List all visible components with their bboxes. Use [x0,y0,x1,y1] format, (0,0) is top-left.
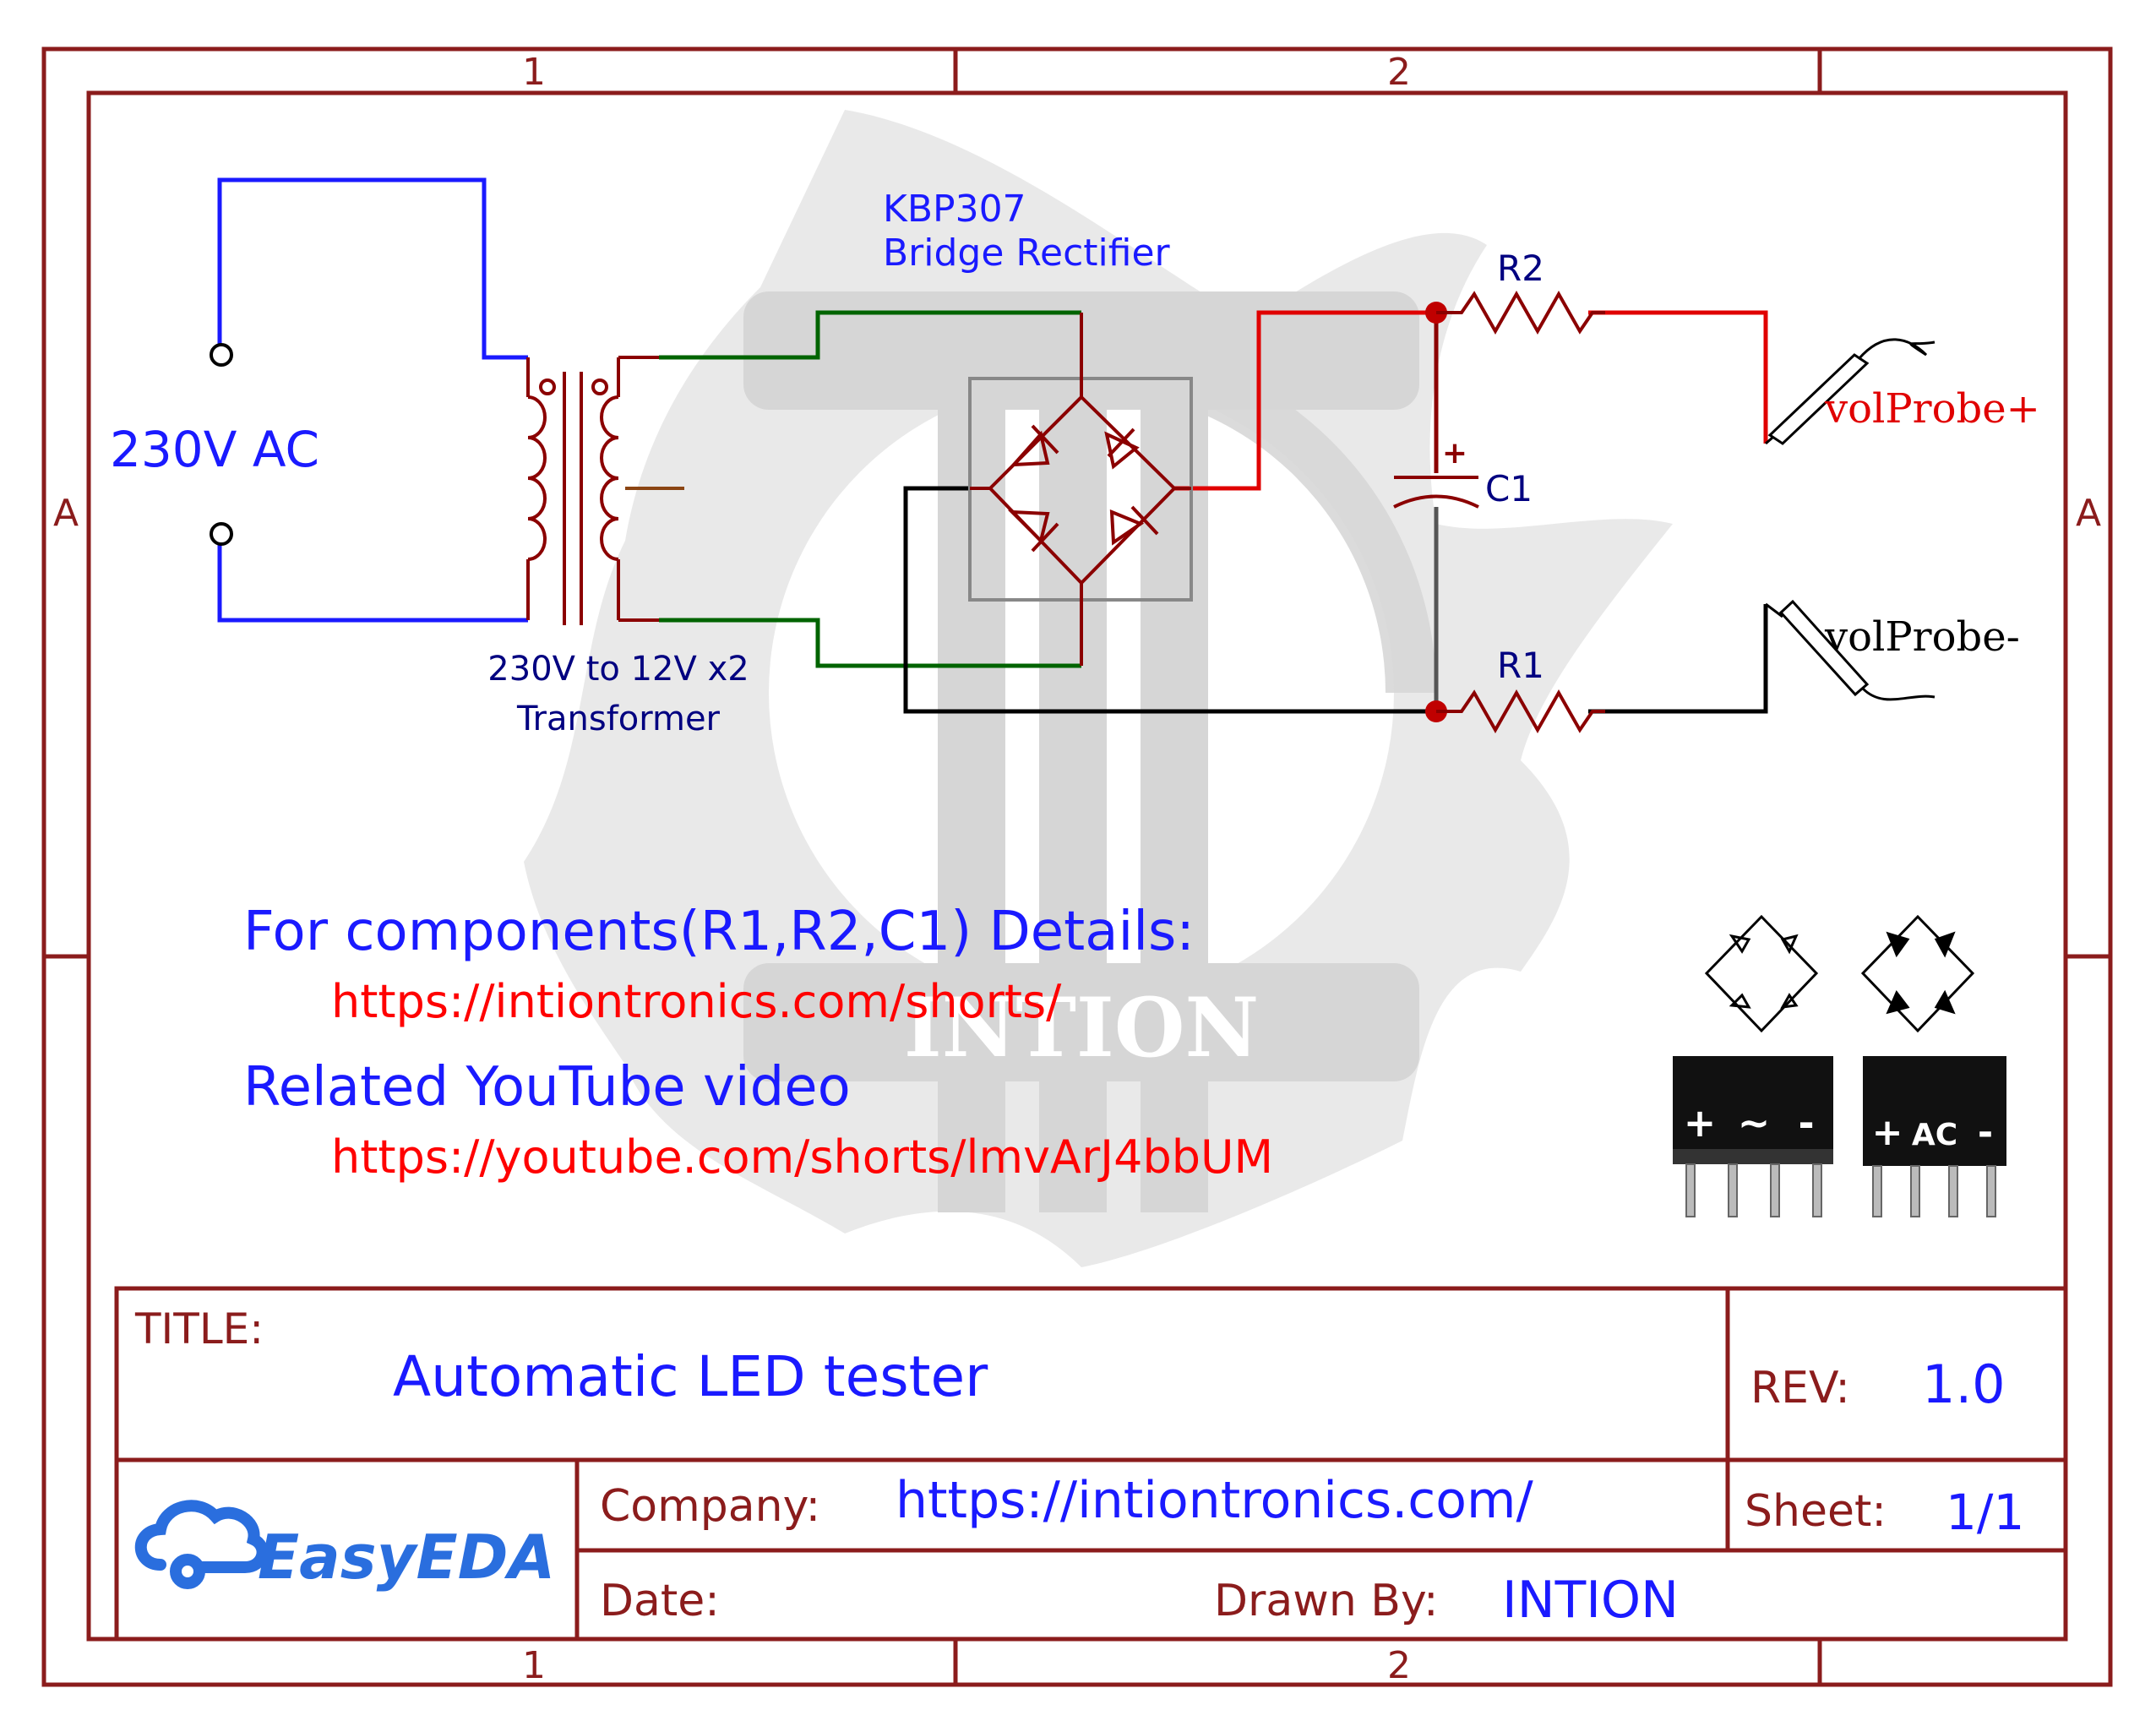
resistor-r1 [1436,689,1605,734]
easyeda-logo: EasyEDA [134,1500,555,1593]
capacitor-c1 [1393,476,1479,509]
transformer-label-line2: Transformer [516,700,721,738]
logo-text: EasyEDA [258,1522,555,1593]
column-label-bottom-2: 2 [1387,1644,1411,1687]
bridge-package-right: + AC - [1863,1056,2006,1217]
frame-zone-labels: 1 2 1 2 A A [53,51,2101,1687]
row-label-right-A: A [2076,492,2101,535]
bridge-package-left: + ~ - [1673,1056,1833,1217]
probe-negative-label: volProbe- [1824,613,2020,661]
watermark-logo: INTION [524,110,1673,1267]
resistor-r1-label: R1 [1497,645,1544,686]
resistor-r2-label: R2 [1497,248,1544,289]
capacitor-polarity: + [1442,436,1467,471]
cloud-icon [134,1500,269,1589]
source-label: 230V AC [110,421,319,478]
column-label-top-1: 1 [522,51,546,94]
sheet-label: Sheet: [1745,1486,1886,1537]
video-url[interactable]: https://youtube.com/shorts/lmvArJ4bbUM [331,1130,1273,1184]
title-label: TITLE: [134,1304,264,1353]
column-label-top-2: 2 [1387,51,1411,94]
bridge-rectifier [968,313,1193,666]
company-label: Company: [600,1481,820,1532]
rectifier-label-line1: KBP307 [883,188,1026,231]
bridge-symbol-outline [1704,914,1819,1033]
row-label-left-A: A [53,492,79,535]
ac-input-wires [217,177,528,623]
components-heading: For components(R1,R2,C1) Details: [243,901,1195,963]
components-url[interactable]: https://intiontronics.com/shorts/ [331,975,1062,1028]
sheet-value: 1/1 [1946,1484,2024,1541]
drawn-by-value: INTION [1502,1571,1679,1630]
capacitor-label: C1 [1485,468,1533,509]
date-label: Date: [600,1576,720,1626]
rectifier-label-line2: Bridge Rectifier [883,231,1171,275]
rev-value: 1.0 [1922,1353,2006,1415]
title-block [114,1286,2068,1642]
rev-label: REV: [1750,1363,1850,1413]
dc-positive-wires [1174,310,1768,491]
secondary-wires [659,310,1081,668]
probe-positive [1765,338,1936,445]
probe-positive-label: volProbe+ [1824,385,2040,433]
pkg-right-plus: + [1872,1111,1903,1154]
drawn-by-label: Drawn By: [1214,1576,1438,1626]
transformer-label-line1: 230V to 12V x2 [487,650,749,689]
watermark-text: INTION [904,980,1259,1076]
pkg-left-ac: ~ [1738,1100,1771,1146]
video-heading: Related YouTube video [243,1056,851,1119]
resistor-r2 [1436,290,1605,335]
dc-negative-wires [903,486,1768,714]
pkg-left-plus: + [1684,1100,1717,1146]
title-value: Automatic LED tester [393,1344,988,1409]
column-label-bottom-1: 1 [522,1644,546,1687]
transformer-symbol [526,356,659,625]
probe-negative [1765,599,1936,701]
company-value[interactable]: https://intiontronics.com/ [896,1471,1533,1530]
pkg-left-minus: - [1798,1100,1814,1146]
bridge-symbol-filled [1860,914,1975,1033]
ac-terminals [210,343,233,546]
pkg-right-minus: - [1978,1111,1993,1154]
pkg-right-ac: AC [1912,1118,1957,1152]
